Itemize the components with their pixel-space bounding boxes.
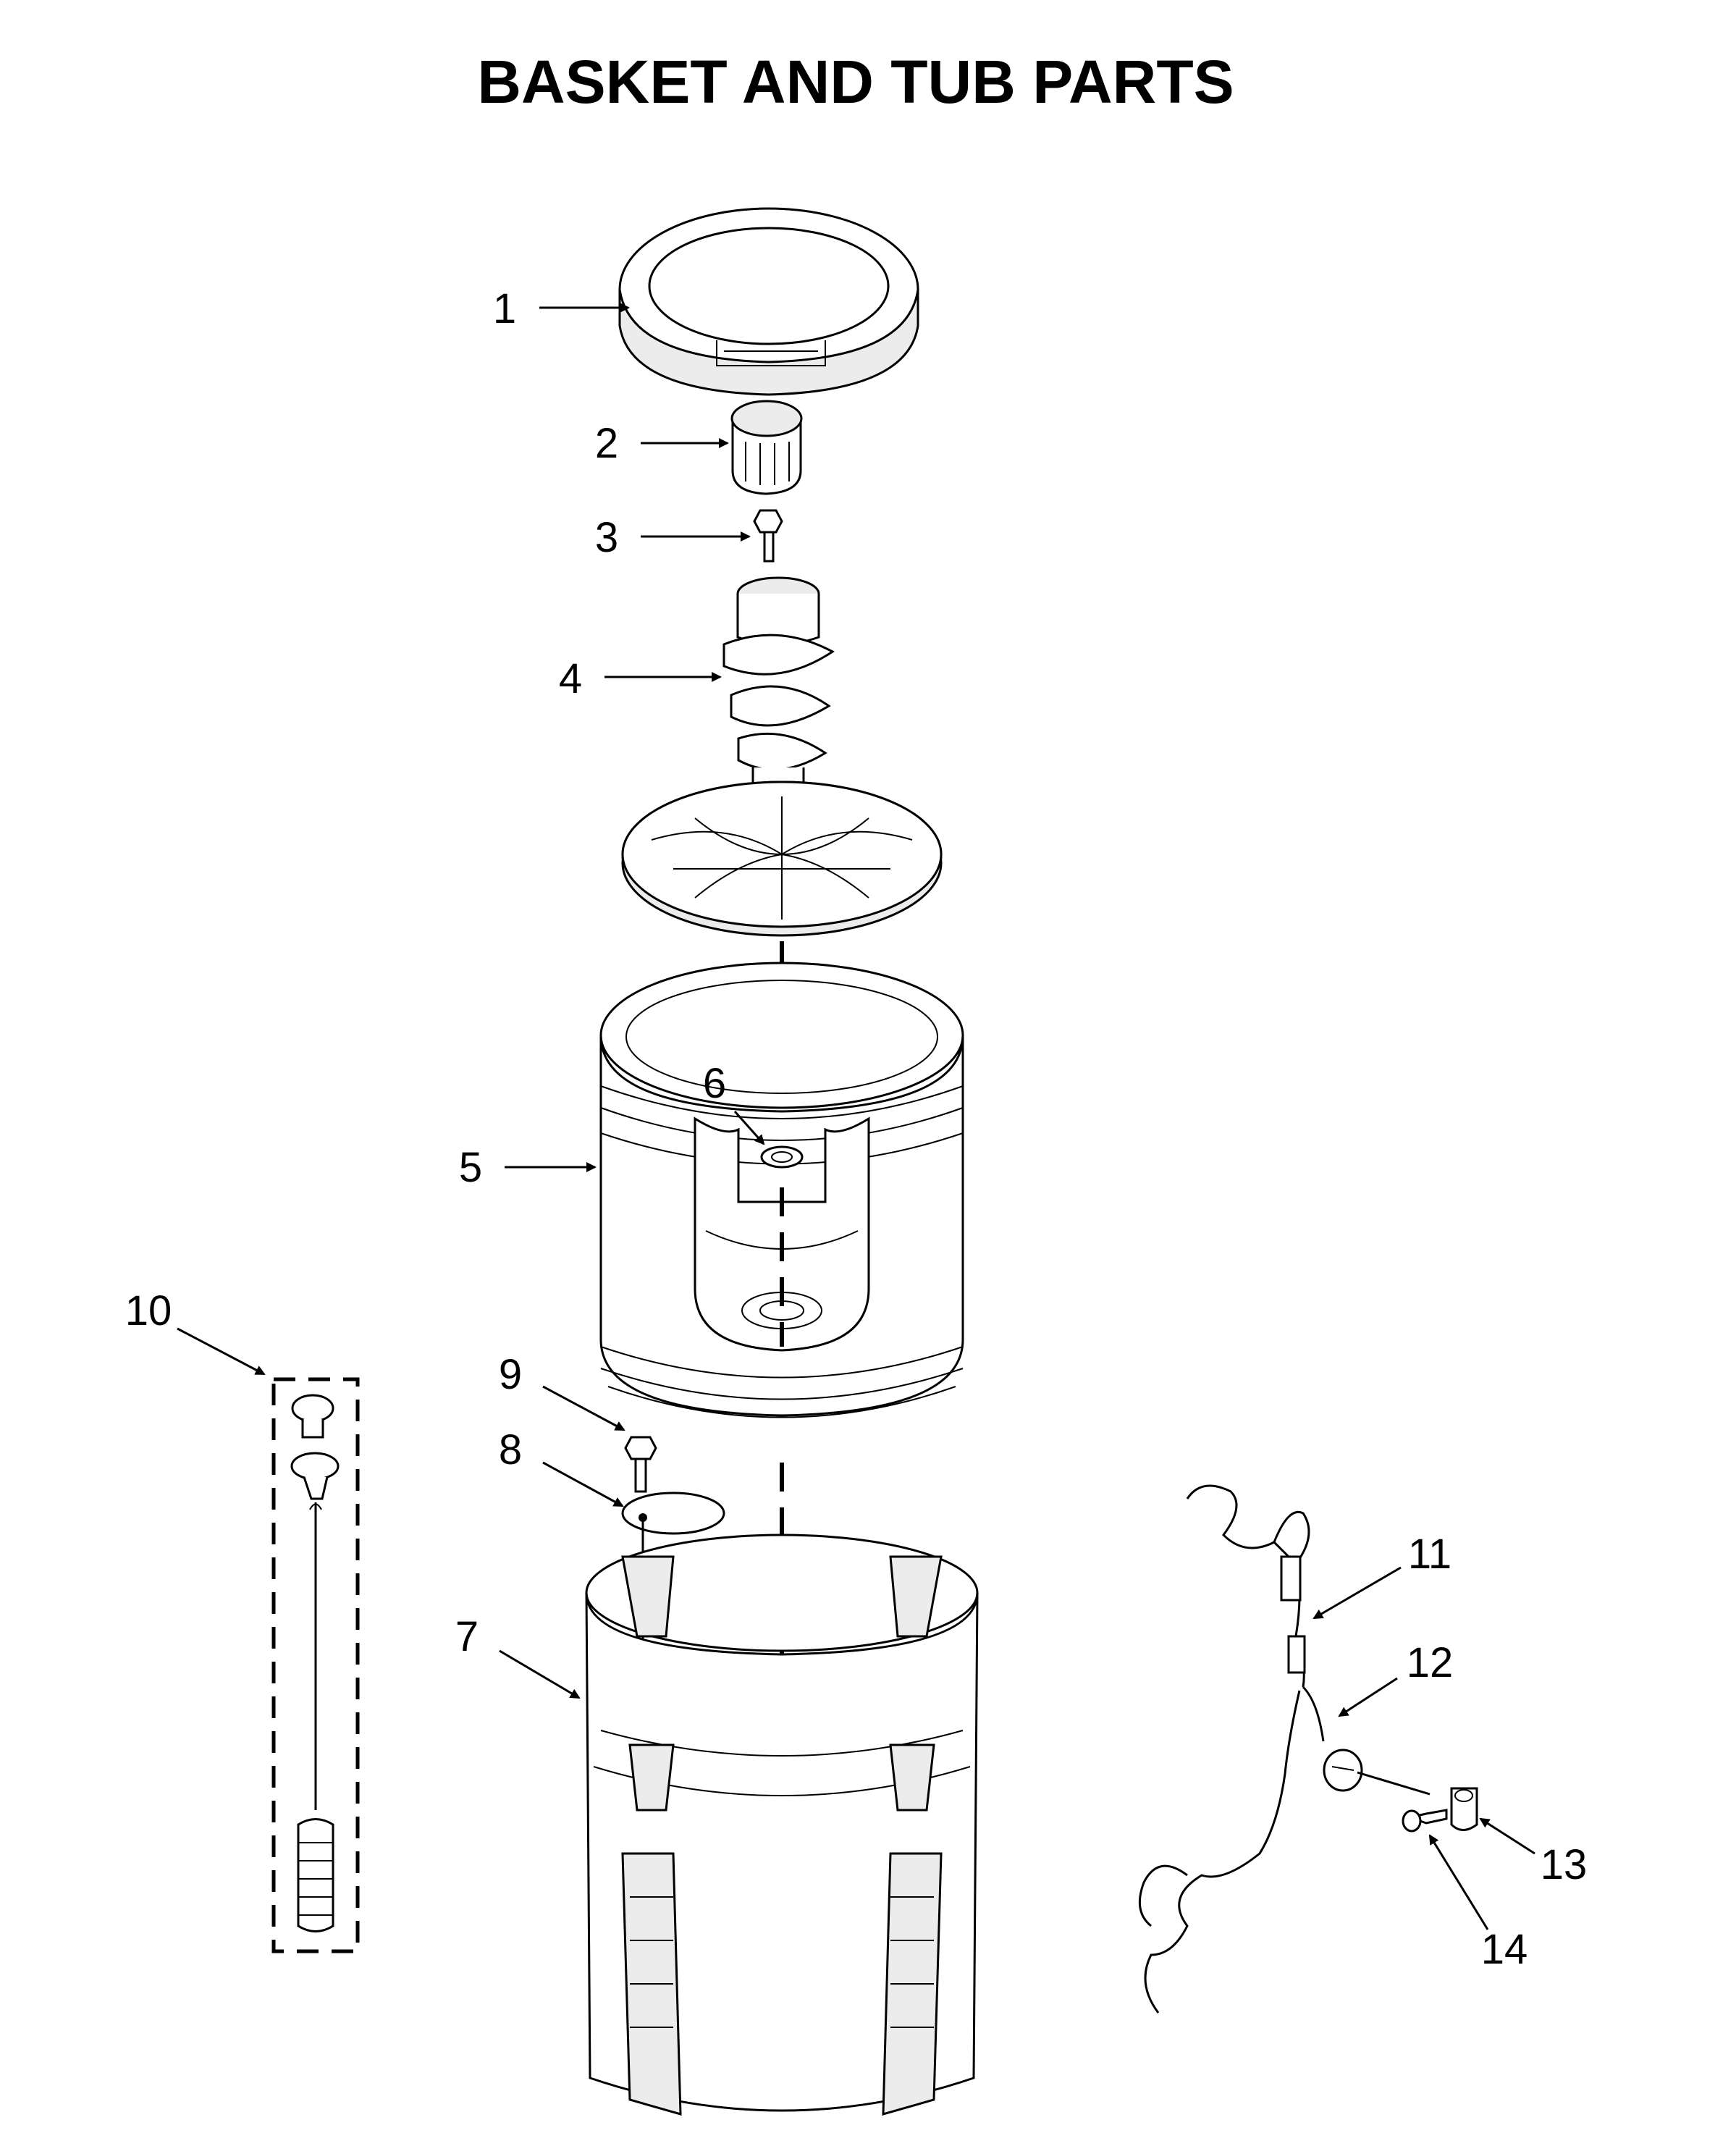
callout-2: 2: [595, 420, 729, 467]
part-1-balance-ring: [618, 207, 919, 396]
svg-text:7: 7: [455, 1613, 479, 1660]
callout-4: 4: [559, 655, 722, 702]
svg-text:9: 9: [499, 1351, 522, 1398]
part-11-wire-harness: [1138, 1484, 1325, 2014]
callout-14: 14: [1428, 1834, 1528, 1973]
callout-9: 9: [499, 1351, 625, 1431]
callout-6: 6: [703, 1060, 765, 1145]
callout-11: 11: [1312, 1531, 1451, 1620]
svg-text:6: 6: [703, 1060, 726, 1107]
callout-12: 12: [1338, 1639, 1454, 1717]
callout-1: 1: [493, 285, 630, 332]
callout-3: 3: [595, 514, 751, 561]
svg-text:14: 14: [1481, 1926, 1528, 1973]
callout-13: 13: [1479, 1817, 1588, 1888]
part-14-screw: [1402, 1809, 1448, 1833]
part-2-cap: [730, 400, 803, 495]
part-10-suspension-rod: [271, 1377, 360, 1953]
part-12-grommet: [1323, 1749, 1363, 1792]
part-3-bolt: [753, 509, 783, 563]
svg-text:5: 5: [459, 1144, 482, 1191]
part-8-plate: [621, 1492, 725, 1535]
svg-text:11: 11: [1408, 1531, 1451, 1578]
leader-12-grommet: [1357, 1771, 1430, 1796]
part-4-impeller: [621, 576, 943, 937]
part-7-outer-tub: [585, 1534, 979, 2116]
svg-text:1: 1: [493, 285, 516, 332]
callout-8: 8: [499, 1426, 624, 1507]
callout-7: 7: [455, 1613, 581, 1699]
svg-text:4: 4: [559, 655, 582, 702]
callout-5: 5: [459, 1144, 597, 1191]
part-13-clamp: [1450, 1787, 1478, 1831]
part-9-screw: [624, 1436, 657, 1493]
callout-10: 10: [125, 1287, 266, 1376]
part-6-seal: [760, 1145, 804, 1169]
svg-text:2: 2: [595, 420, 618, 467]
svg-text:8: 8: [499, 1426, 522, 1473]
svg-text:10: 10: [125, 1287, 172, 1334]
svg-text:12: 12: [1407, 1639, 1454, 1686]
svg-text:13: 13: [1541, 1841, 1588, 1888]
svg-text:3: 3: [595, 514, 618, 561]
page-title: BASKET AND TUB PARTS: [477, 48, 1234, 116]
